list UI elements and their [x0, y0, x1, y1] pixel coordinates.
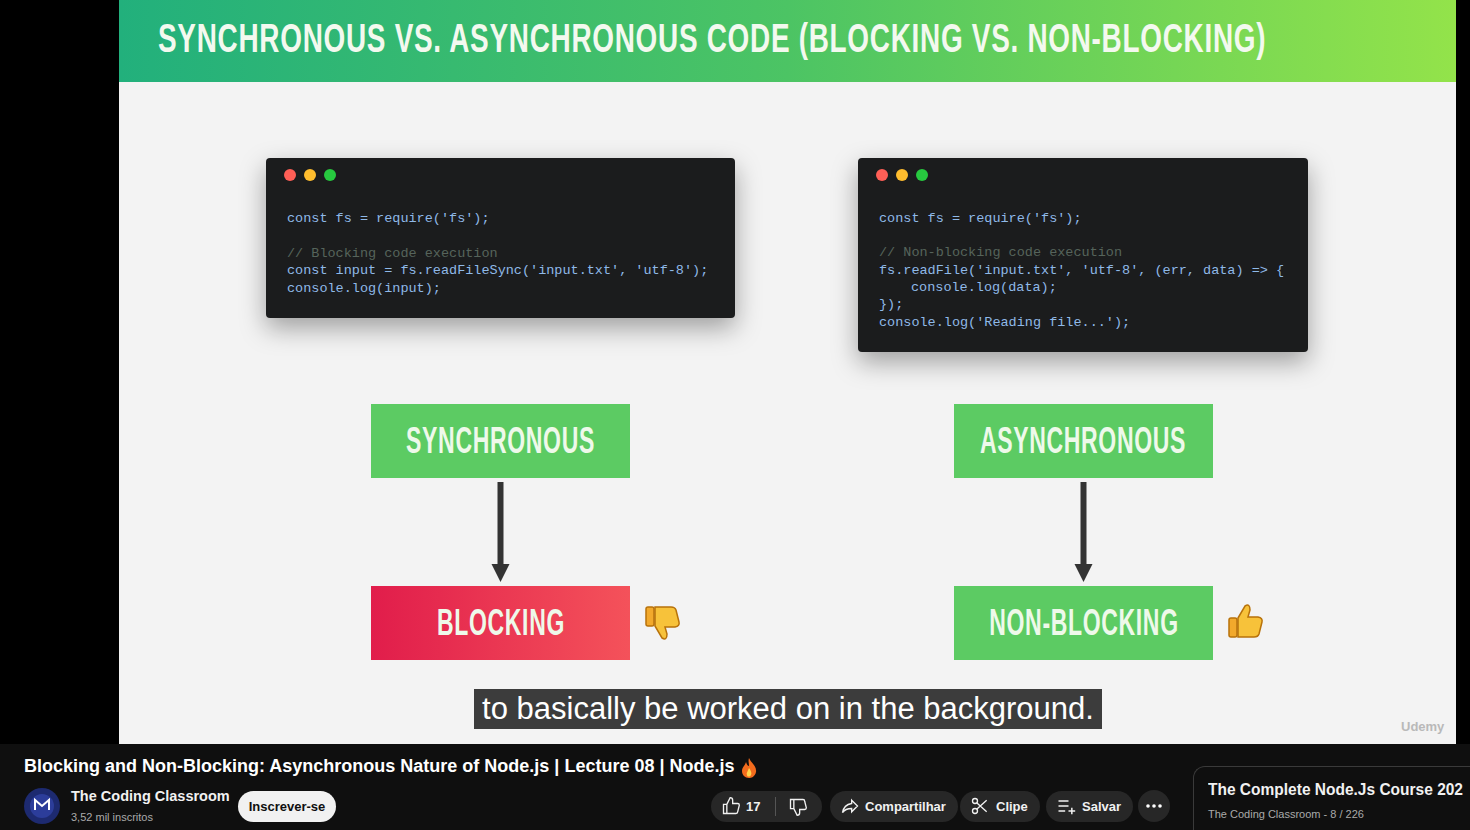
button-label: Inscrever-se [249, 791, 326, 822]
code-line: console.log(input); [287, 280, 441, 297]
playlist-meta: The Coding Classroom - 8 / 226 [1208, 808, 1364, 820]
video-title: Blocking and Non-Blocking: Asynchronous … [24, 757, 735, 777]
share-icon [840, 796, 860, 816]
channel-name: The Coding Classroom [71, 789, 230, 805]
arrow-head [492, 564, 510, 582]
state-box: BLOCKING [371, 586, 630, 660]
state-label: BLOCKING [437, 605, 565, 641]
window-dot [896, 169, 908, 181]
code-line: const fs = require('fs'); [879, 210, 1082, 227]
code-window: const fs = require('fs'); // Blocking cod… [266, 158, 735, 318]
fire-icon [742, 758, 756, 778]
button-label: 17 [746, 791, 760, 822]
watermark: Udemy [1401, 720, 1444, 734]
code-comment: // Non-blocking code execution [879, 244, 1122, 261]
state-box: ASYNCHRONOUS [954, 404, 1213, 478]
playlist-panel: The Complete Node.Js Course 202The Codin… [1193, 766, 1470, 830]
pill-button: 17 [711, 791, 822, 822]
thumbs-down-icon [646, 607, 679, 639]
clip-icon [970, 796, 990, 816]
subtitle-text: to basically be worked on in the backgro… [482, 691, 1094, 726]
arrow-head [1075, 564, 1093, 582]
state-box: NON-BLOCKING [954, 586, 1213, 660]
code-line: const input = fs.readFileSync('input.txt… [287, 262, 708, 279]
more-button [1138, 790, 1170, 822]
window-dot [324, 169, 336, 181]
window-dot [876, 169, 888, 181]
arrow-shaft [498, 482, 504, 564]
code-window: const fs = require('fs'); // Non-blocking… [858, 158, 1308, 352]
window-dot [916, 169, 928, 181]
playlist-title: The Complete Node.Js Course 202 [1208, 781, 1463, 800]
code-line: console.log('Reading file...'); [879, 314, 1130, 331]
code-line: const fs = require('fs'); [287, 210, 490, 227]
state-label: ASYNCHRONOUS [980, 423, 1186, 459]
dislike-icon [788, 797, 808, 817]
code-line: }); [879, 296, 903, 313]
state-box: SYNCHRONOUS [371, 404, 630, 478]
channel-avatar [24, 788, 60, 824]
button-label: Salvar [1082, 791, 1121, 822]
code-line: fs.readFile('input.txt', 'utf-8', (err, … [879, 262, 1284, 279]
code-comment: // Blocking code execution [287, 245, 498, 262]
button-label: Clipe [996, 791, 1028, 822]
window-dot [284, 169, 296, 181]
window-dot [304, 169, 316, 181]
state-label: NON-BLOCKING [989, 605, 1178, 641]
flow-arrow [1075, 482, 1093, 582]
state-label: SYNCHRONOUS [406, 423, 595, 459]
button-label: Compartilhar [865, 791, 946, 822]
pill-button: Compartilhar [830, 791, 958, 822]
code-line: console.log(data); [911, 279, 1057, 296]
flow-arrow [492, 482, 510, 582]
arrow-shaft [1081, 482, 1087, 564]
subtitle-box: to basically be worked on in the backgro… [474, 689, 1102, 729]
pill-button: Inscrever-se [238, 791, 336, 822]
thumbs-up-icon [1229, 605, 1262, 637]
save-icon [1056, 796, 1076, 816]
like-icon [721, 796, 741, 816]
divider [775, 797, 776, 816]
pill-button: Clipe [960, 791, 1040, 822]
slide-title: SYNCHRONOUS VS. ASYNCHRONOUS CODE (BLOCK… [158, 18, 1185, 58]
pill-button: Salvar [1046, 791, 1133, 822]
subscriber-count: 3,52 mil inscritos [71, 811, 153, 823]
